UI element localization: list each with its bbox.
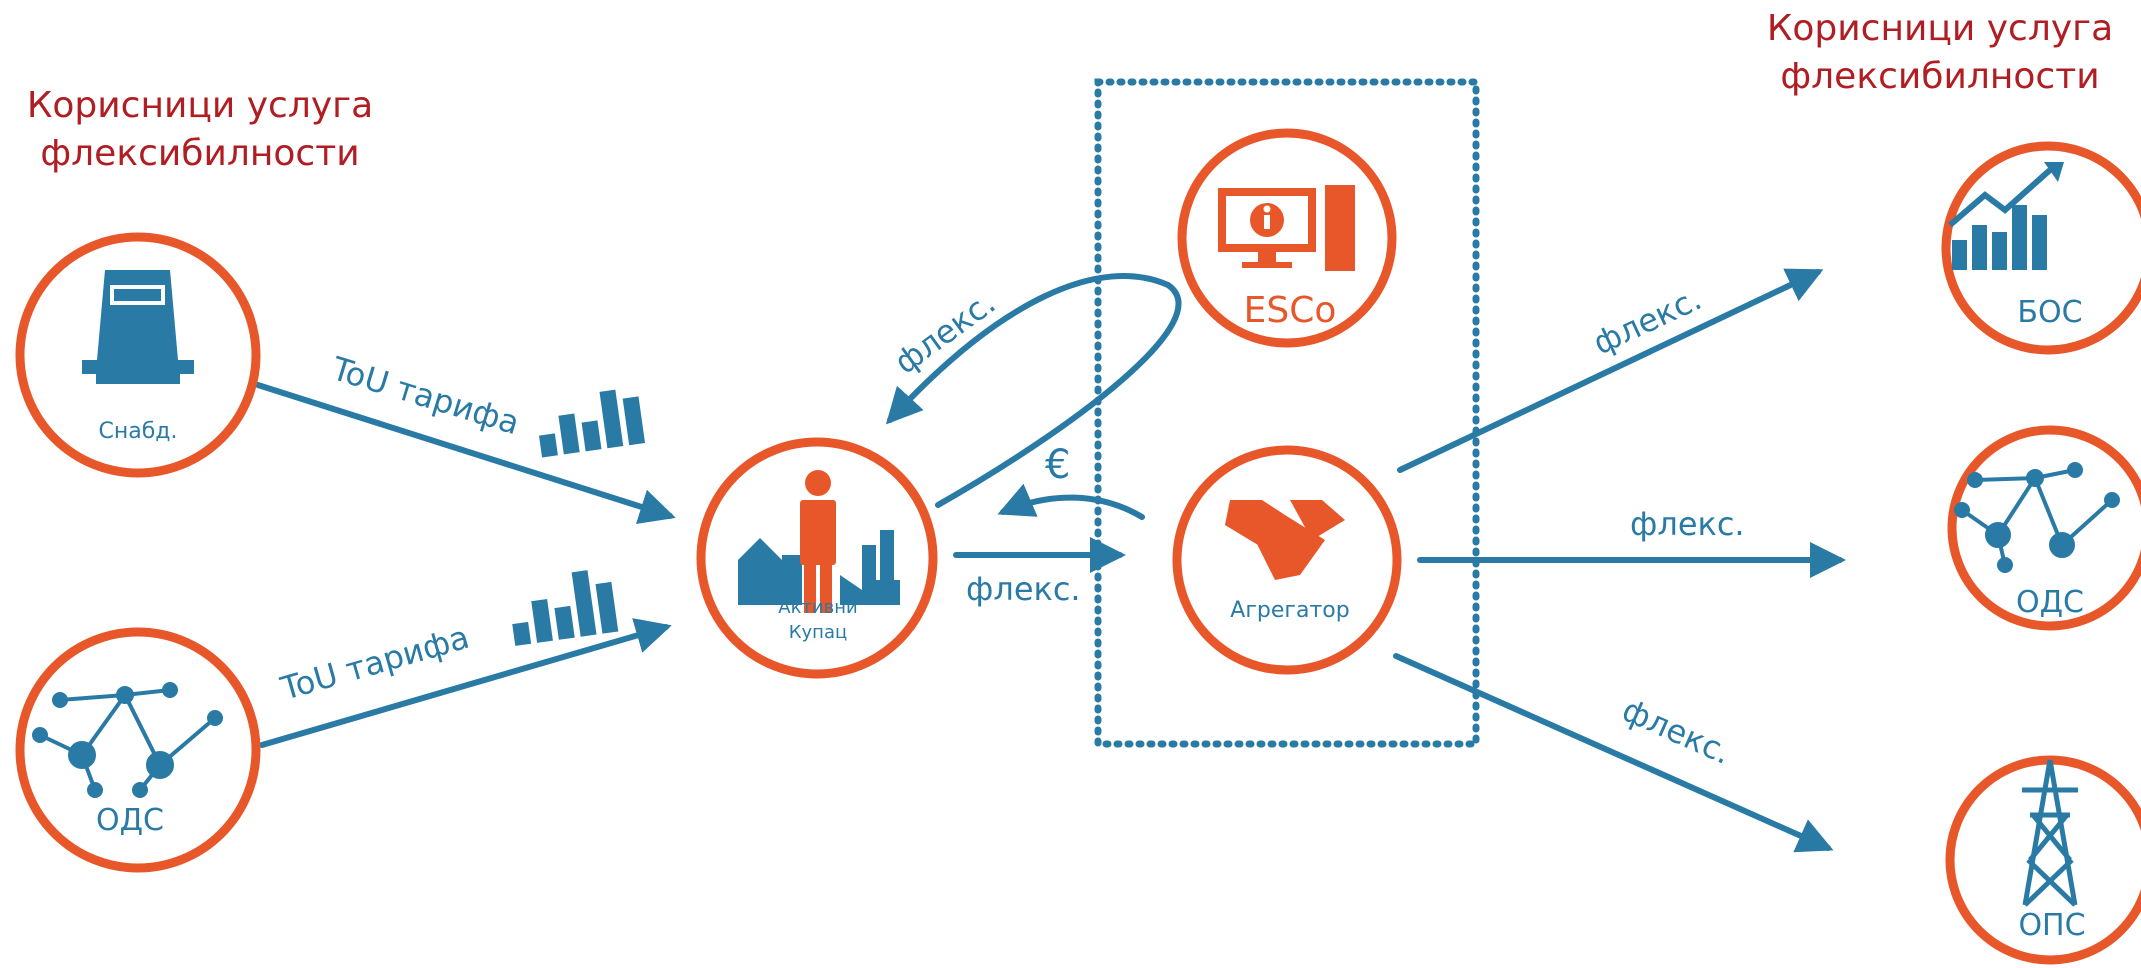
- node-label-active-customer-1: Активни: [778, 597, 857, 618]
- node-dso-left: [15, 627, 261, 873]
- heading-left-line2: флексибилности: [40, 133, 360, 174]
- growth-chart-icon: [1948, 162, 2064, 270]
- heading-right-line2: флексибилности: [1780, 56, 2100, 97]
- handshake-icon: [1225, 500, 1345, 580]
- person-icon: [800, 470, 836, 613]
- arrow-supplier-to-customer: [255, 382, 676, 525]
- node-label-brp: БОС: [2017, 295, 2082, 330]
- edge-label-customer-aggregator-flex: флекс.: [966, 570, 1081, 608]
- node-label-active-customer-2: Купац: [789, 622, 847, 643]
- network-icon-right: [1954, 462, 2120, 573]
- meter-icon: [82, 270, 194, 384]
- buildings-icon: [738, 530, 900, 605]
- heading-left-line1: Корисници услуга: [26, 85, 374, 126]
- node-label-aggregator: Агрегатор: [1230, 598, 1349, 623]
- node-label-esco: ESCo: [1244, 290, 1337, 331]
- loop-customer-to-esco: [935, 282, 1182, 508]
- arrow-aggregator-to-brp: [1397, 268, 1824, 473]
- bar-chart-icon-bottom: [512, 570, 619, 646]
- aggregator-group-box: [1094, 78, 1480, 748]
- computer-icon: [1218, 185, 1355, 271]
- heading-right-line1: Корисници услуга: [1766, 8, 2114, 49]
- arrow-esco-to-customer: [885, 273, 1171, 425]
- network-icon-left: [32, 682, 223, 798]
- heading-right: Корисници услуга флексибилности: [1740, 5, 2140, 101]
- edge-label-dso-flex: флекс.: [1630, 505, 1745, 543]
- node-label-dso-left: ОДС: [96, 803, 164, 838]
- heading-left: Корисници услуга флексибилности: [0, 82, 400, 178]
- transmission-tower-icon: [2022, 759, 2078, 907]
- node-label-supplier: Снабд.: [99, 419, 178, 444]
- edge-label-supplier-tou: ToU тарифа: [327, 349, 524, 442]
- bar-chart-icon-top: [538, 389, 646, 458]
- arrow-aggregator-to-tso: [1393, 653, 1834, 853]
- edge-label-euro: €: [1045, 442, 1070, 488]
- node-label-tso: ОПС: [2018, 908, 2085, 943]
- arrow-euro: [997, 483, 1145, 520]
- arrow-dso-to-customer: [259, 618, 672, 748]
- node-label-dso-right: ОДС: [2016, 585, 2084, 620]
